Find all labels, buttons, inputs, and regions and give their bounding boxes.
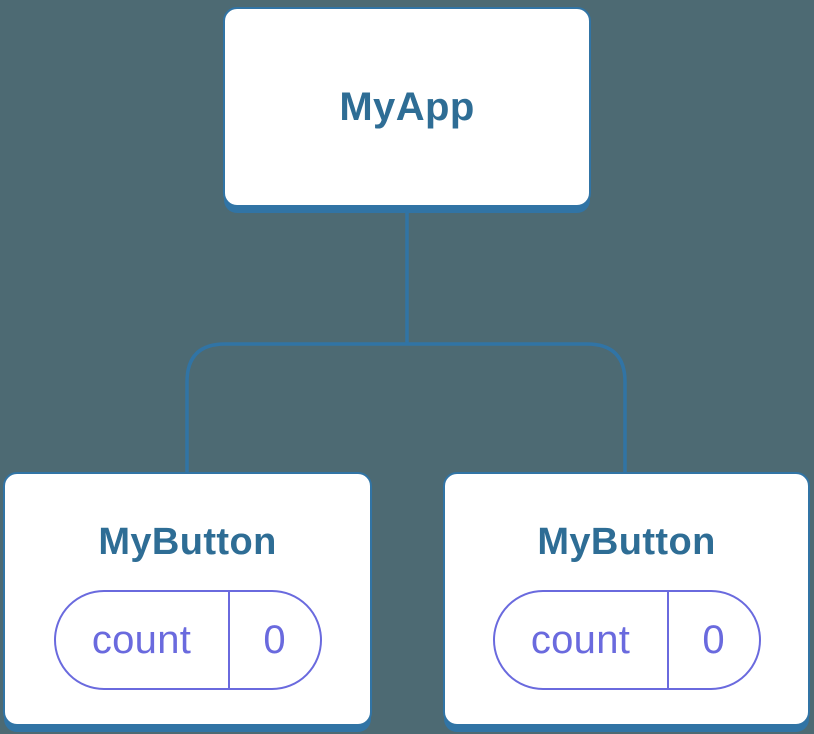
state-key: count: [56, 592, 230, 688]
component-card-mybutton-2: MyButton count 0: [443, 472, 810, 726]
state-value: 0: [263, 617, 286, 662]
component-name: MyButton: [537, 521, 716, 563]
component-name: MyApp: [339, 85, 475, 129]
state-key: count: [495, 592, 669, 688]
component-card-mybutton-1: MyButton count 0: [3, 472, 372, 726]
component-card-myapp: MyApp: [223, 7, 591, 207]
connector-branch: [185, 342, 627, 472]
state-pill: count 0: [53, 590, 322, 690]
state-value: 0: [702, 617, 725, 662]
component-name: MyButton: [98, 521, 277, 563]
state-pill: count 0: [492, 590, 761, 690]
